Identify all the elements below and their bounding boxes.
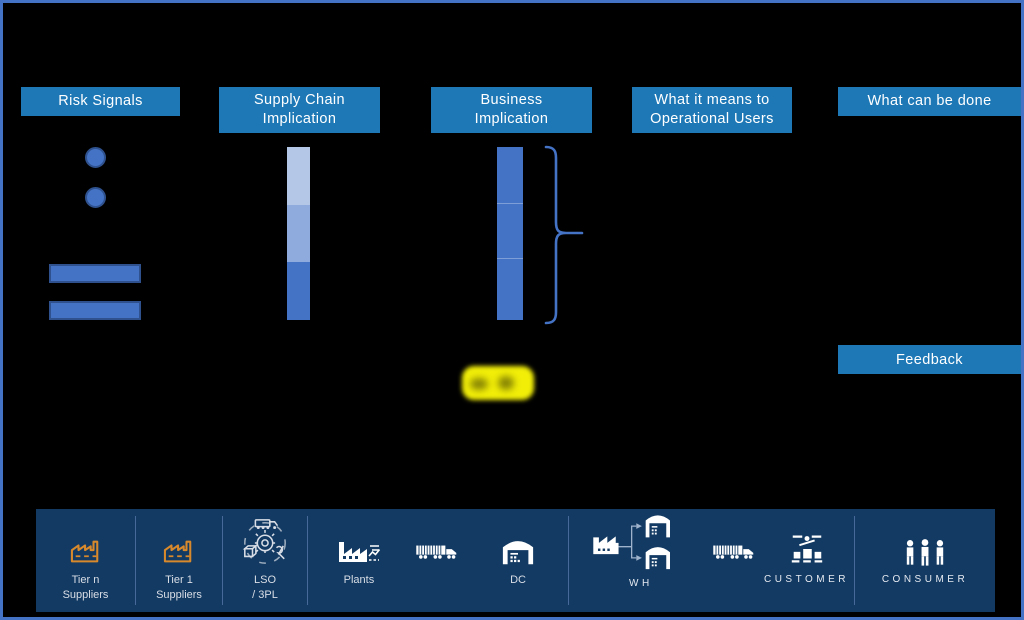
footer-divider bbox=[307, 516, 308, 605]
bar-segment-mid bbox=[287, 204, 310, 263]
bar-segment-light bbox=[287, 147, 310, 205]
footer-subcell-truck bbox=[404, 519, 474, 612]
column-header-operational-users: What it means to Operational Users bbox=[632, 87, 792, 133]
footer-label: Tier n Suppliers bbox=[62, 574, 109, 602]
warehouse-dc-icon bbox=[501, 519, 535, 567]
risk-signal-bar-2 bbox=[49, 301, 141, 320]
footer-subcell-customer: CUSTOMER bbox=[763, 519, 850, 612]
footer-label: WH bbox=[629, 578, 653, 589]
highlight-smudge bbox=[498, 376, 514, 390]
footer-cell-lso-3pl: LSO / 3PL bbox=[223, 509, 307, 612]
column-header-what-can-be-done: What can be done bbox=[838, 87, 1021, 116]
footer-divider bbox=[854, 516, 855, 605]
footer-label: Plants bbox=[343, 574, 375, 586]
footer-label: DC bbox=[510, 574, 526, 586]
yellow-highlight-redacted bbox=[462, 366, 534, 400]
factory-icon bbox=[67, 519, 105, 567]
footer-label: CONSUMER bbox=[881, 574, 969, 585]
highlight-smudge bbox=[470, 378, 488, 390]
footer-cell-tier-1-suppliers: Tier 1 Suppliers bbox=[136, 509, 222, 612]
truck-icon bbox=[711, 519, 761, 561]
footer-divider bbox=[568, 516, 569, 605]
business-implication-bar bbox=[497, 147, 523, 320]
footer-cell-wh-customer: WH bbox=[569, 509, 854, 612]
supply-chain-implication-bar bbox=[287, 147, 310, 321]
footer-subcell-plants: Plants bbox=[314, 519, 404, 612]
footer-cell-consumer: CONSUMER bbox=[855, 509, 995, 612]
footer-label: CUSTOMER bbox=[763, 574, 850, 585]
feedback-label-box: Feedback bbox=[838, 345, 1021, 374]
column-header-business-implication: Business Implication bbox=[431, 87, 592, 133]
consumer-people-icon bbox=[902, 519, 948, 567]
footer-subcell-dc: DC bbox=[474, 519, 562, 612]
supply-chain-footer: Tier n Suppliers Tier 1 Suppliers bbox=[36, 509, 995, 612]
footer-label: LSO / 3PL bbox=[252, 574, 278, 602]
logistics-gears-icon bbox=[239, 519, 291, 567]
risk-signal-bar-1 bbox=[49, 264, 141, 283]
customer-icon bbox=[788, 519, 826, 567]
footer-cell-plants-dc: Plants bbox=[308, 509, 568, 612]
bar-divider bbox=[497, 258, 523, 259]
column-header-supply-chain-implication: Supply Chain Implication bbox=[219, 87, 380, 133]
truck-icon bbox=[414, 519, 464, 561]
footer-label: Tier 1 Suppliers bbox=[156, 574, 202, 602]
risk-signal-dot-1 bbox=[85, 147, 106, 168]
plant-icon bbox=[336, 519, 382, 567]
footer-subcell-wh: WH bbox=[575, 515, 707, 612]
footer-divider bbox=[135, 516, 136, 605]
risk-signal-dot-2 bbox=[85, 187, 106, 208]
footer-subcell-truck bbox=[707, 519, 765, 612]
footer-divider bbox=[222, 516, 223, 605]
curly-brace bbox=[544, 145, 584, 325]
warehouse-network-icon bbox=[589, 515, 693, 571]
footer-cell-tier-n-suppliers: Tier n Suppliers bbox=[36, 509, 135, 612]
column-header-risk-signals: Risk Signals bbox=[21, 87, 180, 116]
bar-divider bbox=[497, 203, 523, 204]
factory-icon bbox=[160, 519, 198, 567]
bar-segment-dark bbox=[287, 262, 310, 321]
